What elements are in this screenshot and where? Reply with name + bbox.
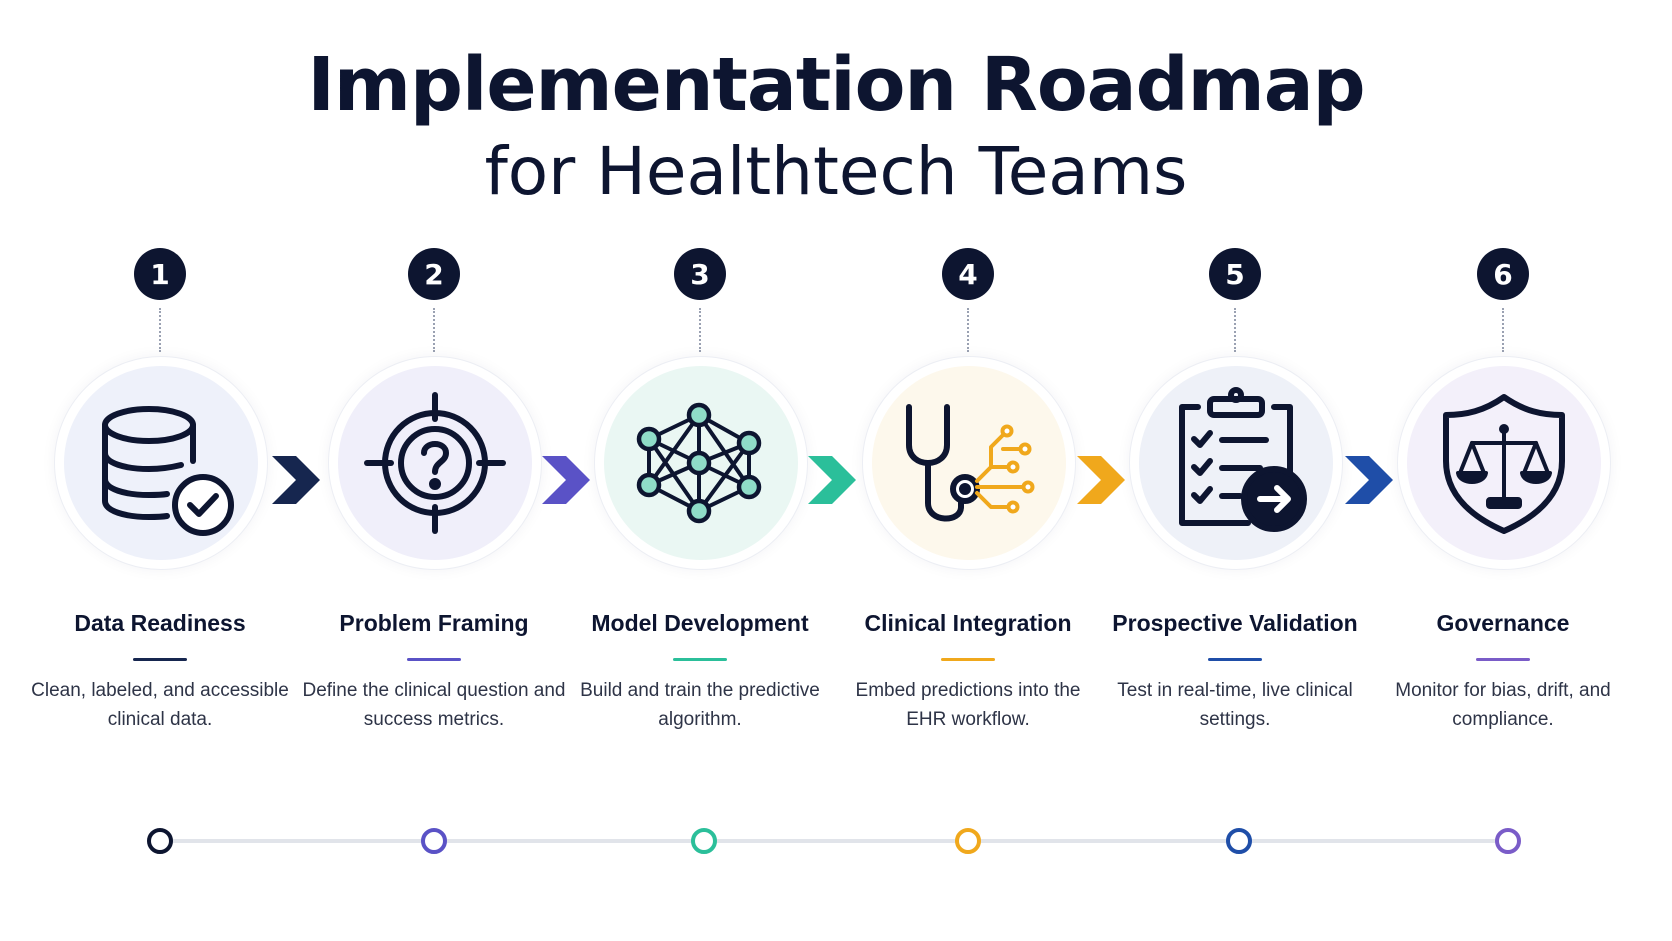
step-underline — [133, 658, 187, 661]
connector-dots — [1502, 308, 1504, 352]
step-label: Clinical Integration — [864, 610, 1072, 636]
step-description: Test in real-time, live clinical setting… — [1117, 680, 1353, 730]
step-number-badge: 1 — [134, 248, 186, 300]
icon-disc — [1139, 366, 1333, 560]
step-description: Embed predictions into the EHR workflow. — [855, 680, 1081, 730]
page-title: Implementation Roadmap — [307, 42, 1365, 128]
step-number-badge: 2 — [408, 248, 460, 300]
chevron-right-icon — [1077, 456, 1125, 504]
icon-disc — [338, 366, 532, 560]
connector-dots — [967, 308, 969, 352]
clipboard-arrow-icon — [1179, 387, 1307, 532]
step-underline — [941, 658, 995, 661]
step-underline — [407, 658, 461, 661]
chevron-right-icon — [542, 456, 590, 504]
step-underline — [1208, 658, 1262, 661]
step-label: Data Readiness — [74, 610, 246, 636]
title-block: Implementation Roadmap for Healthtech Te… — [0, 40, 1672, 214]
step-label: Governance — [1436, 610, 1570, 636]
step-underline — [673, 658, 727, 661]
step-number-badge: 6 — [1477, 248, 1529, 300]
icon-disc — [604, 366, 798, 560]
page-subtitle: for Healthtech Teams — [484, 133, 1188, 210]
connector-dots — [1234, 308, 1236, 352]
step-number-badge: 3 — [674, 248, 726, 300]
icon-disc — [64, 366, 258, 560]
timeline-node — [955, 828, 981, 854]
stethoscope-circuit-icon — [906, 404, 1035, 522]
step-label: Model Development — [591, 610, 809, 636]
icon-disc — [872, 366, 1066, 560]
connector-dots — [159, 308, 161, 352]
step-description: Define the clinical question and success… — [302, 680, 566, 730]
step-number-badge: 5 — [1209, 248, 1261, 300]
step-number-badge: 4 — [942, 248, 994, 300]
shield-scales-icon — [1443, 394, 1565, 534]
step-underline — [1476, 658, 1530, 661]
timeline-node — [691, 828, 717, 854]
timeline-node — [421, 828, 447, 854]
target-question-icon — [364, 392, 506, 534]
timeline-node — [1226, 828, 1252, 854]
timeline-node — [147, 828, 173, 854]
connector-dots — [699, 308, 701, 352]
chevron-right-icon — [272, 456, 320, 504]
connector-dots — [433, 308, 435, 352]
icon-disc — [1407, 366, 1601, 560]
step-label: Problem Framing — [339, 610, 529, 636]
chevron-right-icon — [808, 456, 856, 504]
step-description: Build and train the predictive algorithm… — [580, 680, 820, 730]
chevron-right-icon — [1345, 456, 1393, 504]
neural-network-icon — [636, 402, 762, 524]
step-description: Clean, labeled, and accessible clinical … — [31, 680, 289, 730]
timeline-track — [160, 839, 1510, 843]
step-label: Prospective Validation — [1112, 610, 1358, 636]
database-check-icon — [102, 406, 234, 536]
timeline-node — [1495, 828, 1521, 854]
step-description: Monitor for bias, drift, and compliance. — [1395, 680, 1611, 730]
